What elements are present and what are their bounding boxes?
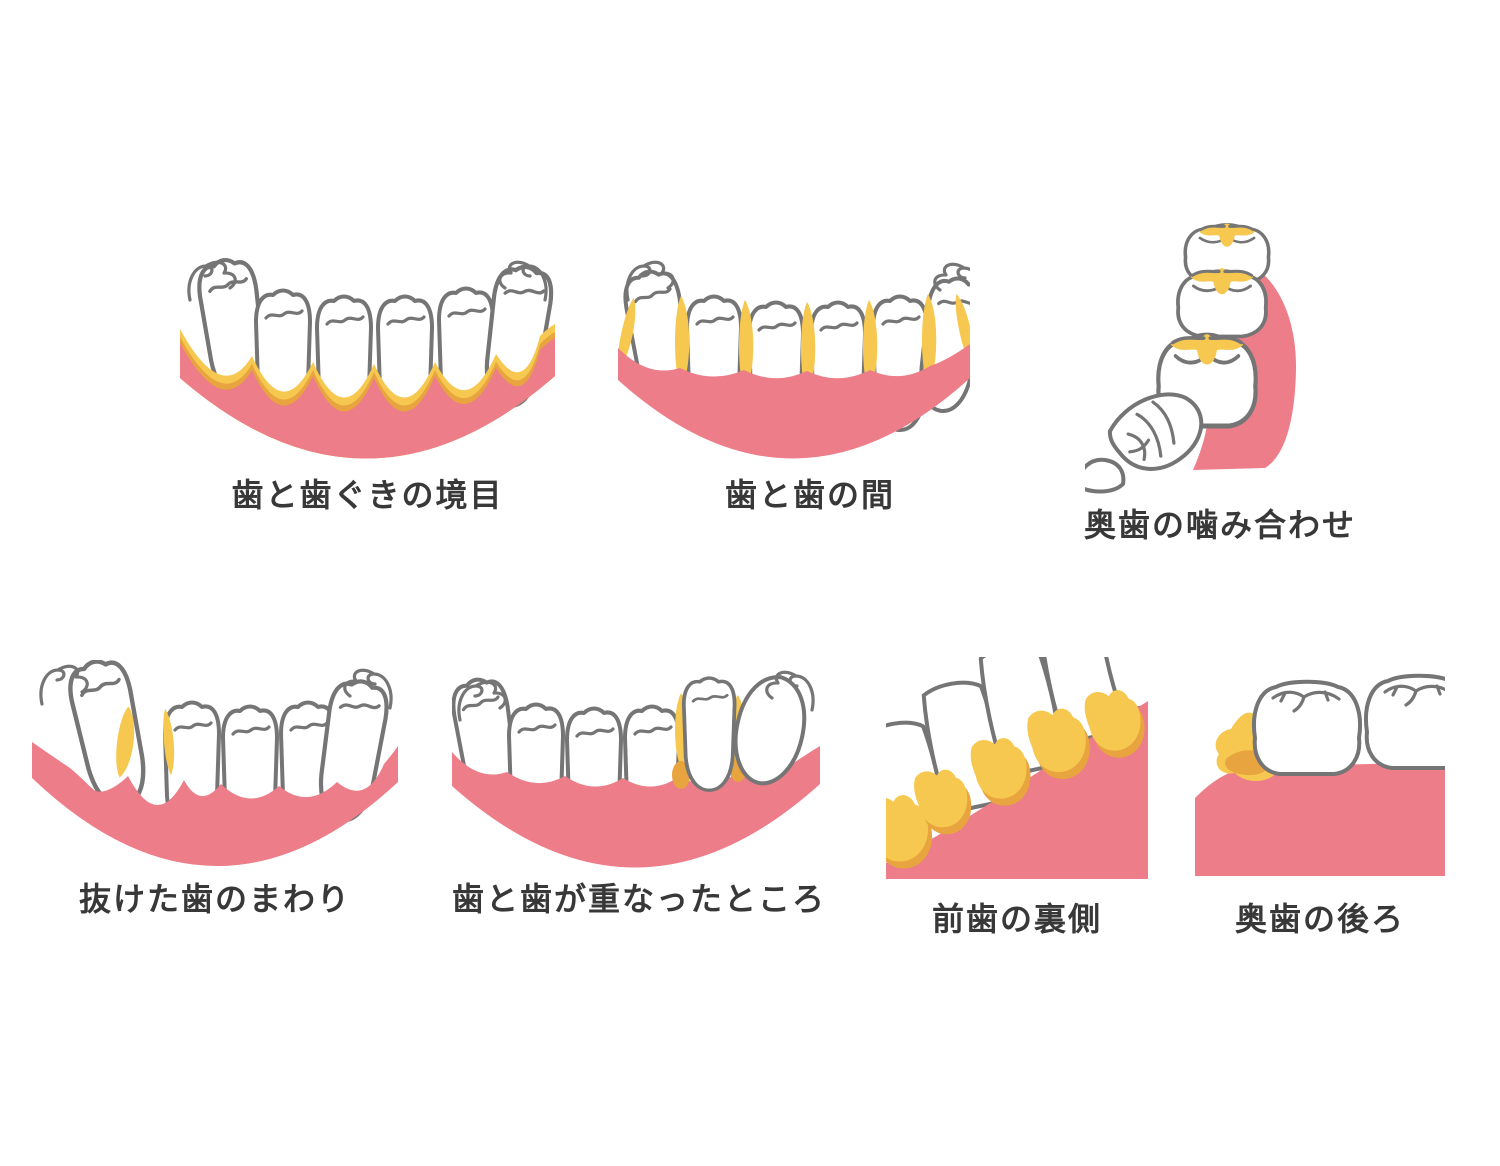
behind-molar-plaque-illustration bbox=[1195, 673, 1445, 876]
panel-caption-between-teeth: 歯と歯の間 bbox=[724, 476, 895, 514]
between-teeth-plaque-illustration bbox=[618, 260, 970, 459]
missing-tooth-plaque-illustration bbox=[32, 660, 398, 867]
panel-caption-missing-tooth: 抜けた歯のまわり bbox=[78, 880, 351, 918]
panel-caption-front-teeth-back: 前歯の裏側 bbox=[931, 900, 1102, 938]
front-teeth-back-plaque-illustration bbox=[886, 657, 1148, 879]
panel-caption-molar-bite: 奥歯の噛み合わせ bbox=[1083, 506, 1356, 544]
molar-bite-plaque-illustration bbox=[1085, 222, 1297, 494]
gumline-plaque-illustration bbox=[180, 248, 555, 459]
panel-caption-gumline: 歯と歯ぐきの境目 bbox=[231, 476, 504, 514]
panel-caption-overlapping-teeth: 歯と歯が重なったところ bbox=[452, 880, 827, 918]
panel-caption-behind-molar: 奥歯の後ろ bbox=[1234, 900, 1405, 938]
overlapping-teeth-plaque-illustration bbox=[452, 670, 820, 868]
